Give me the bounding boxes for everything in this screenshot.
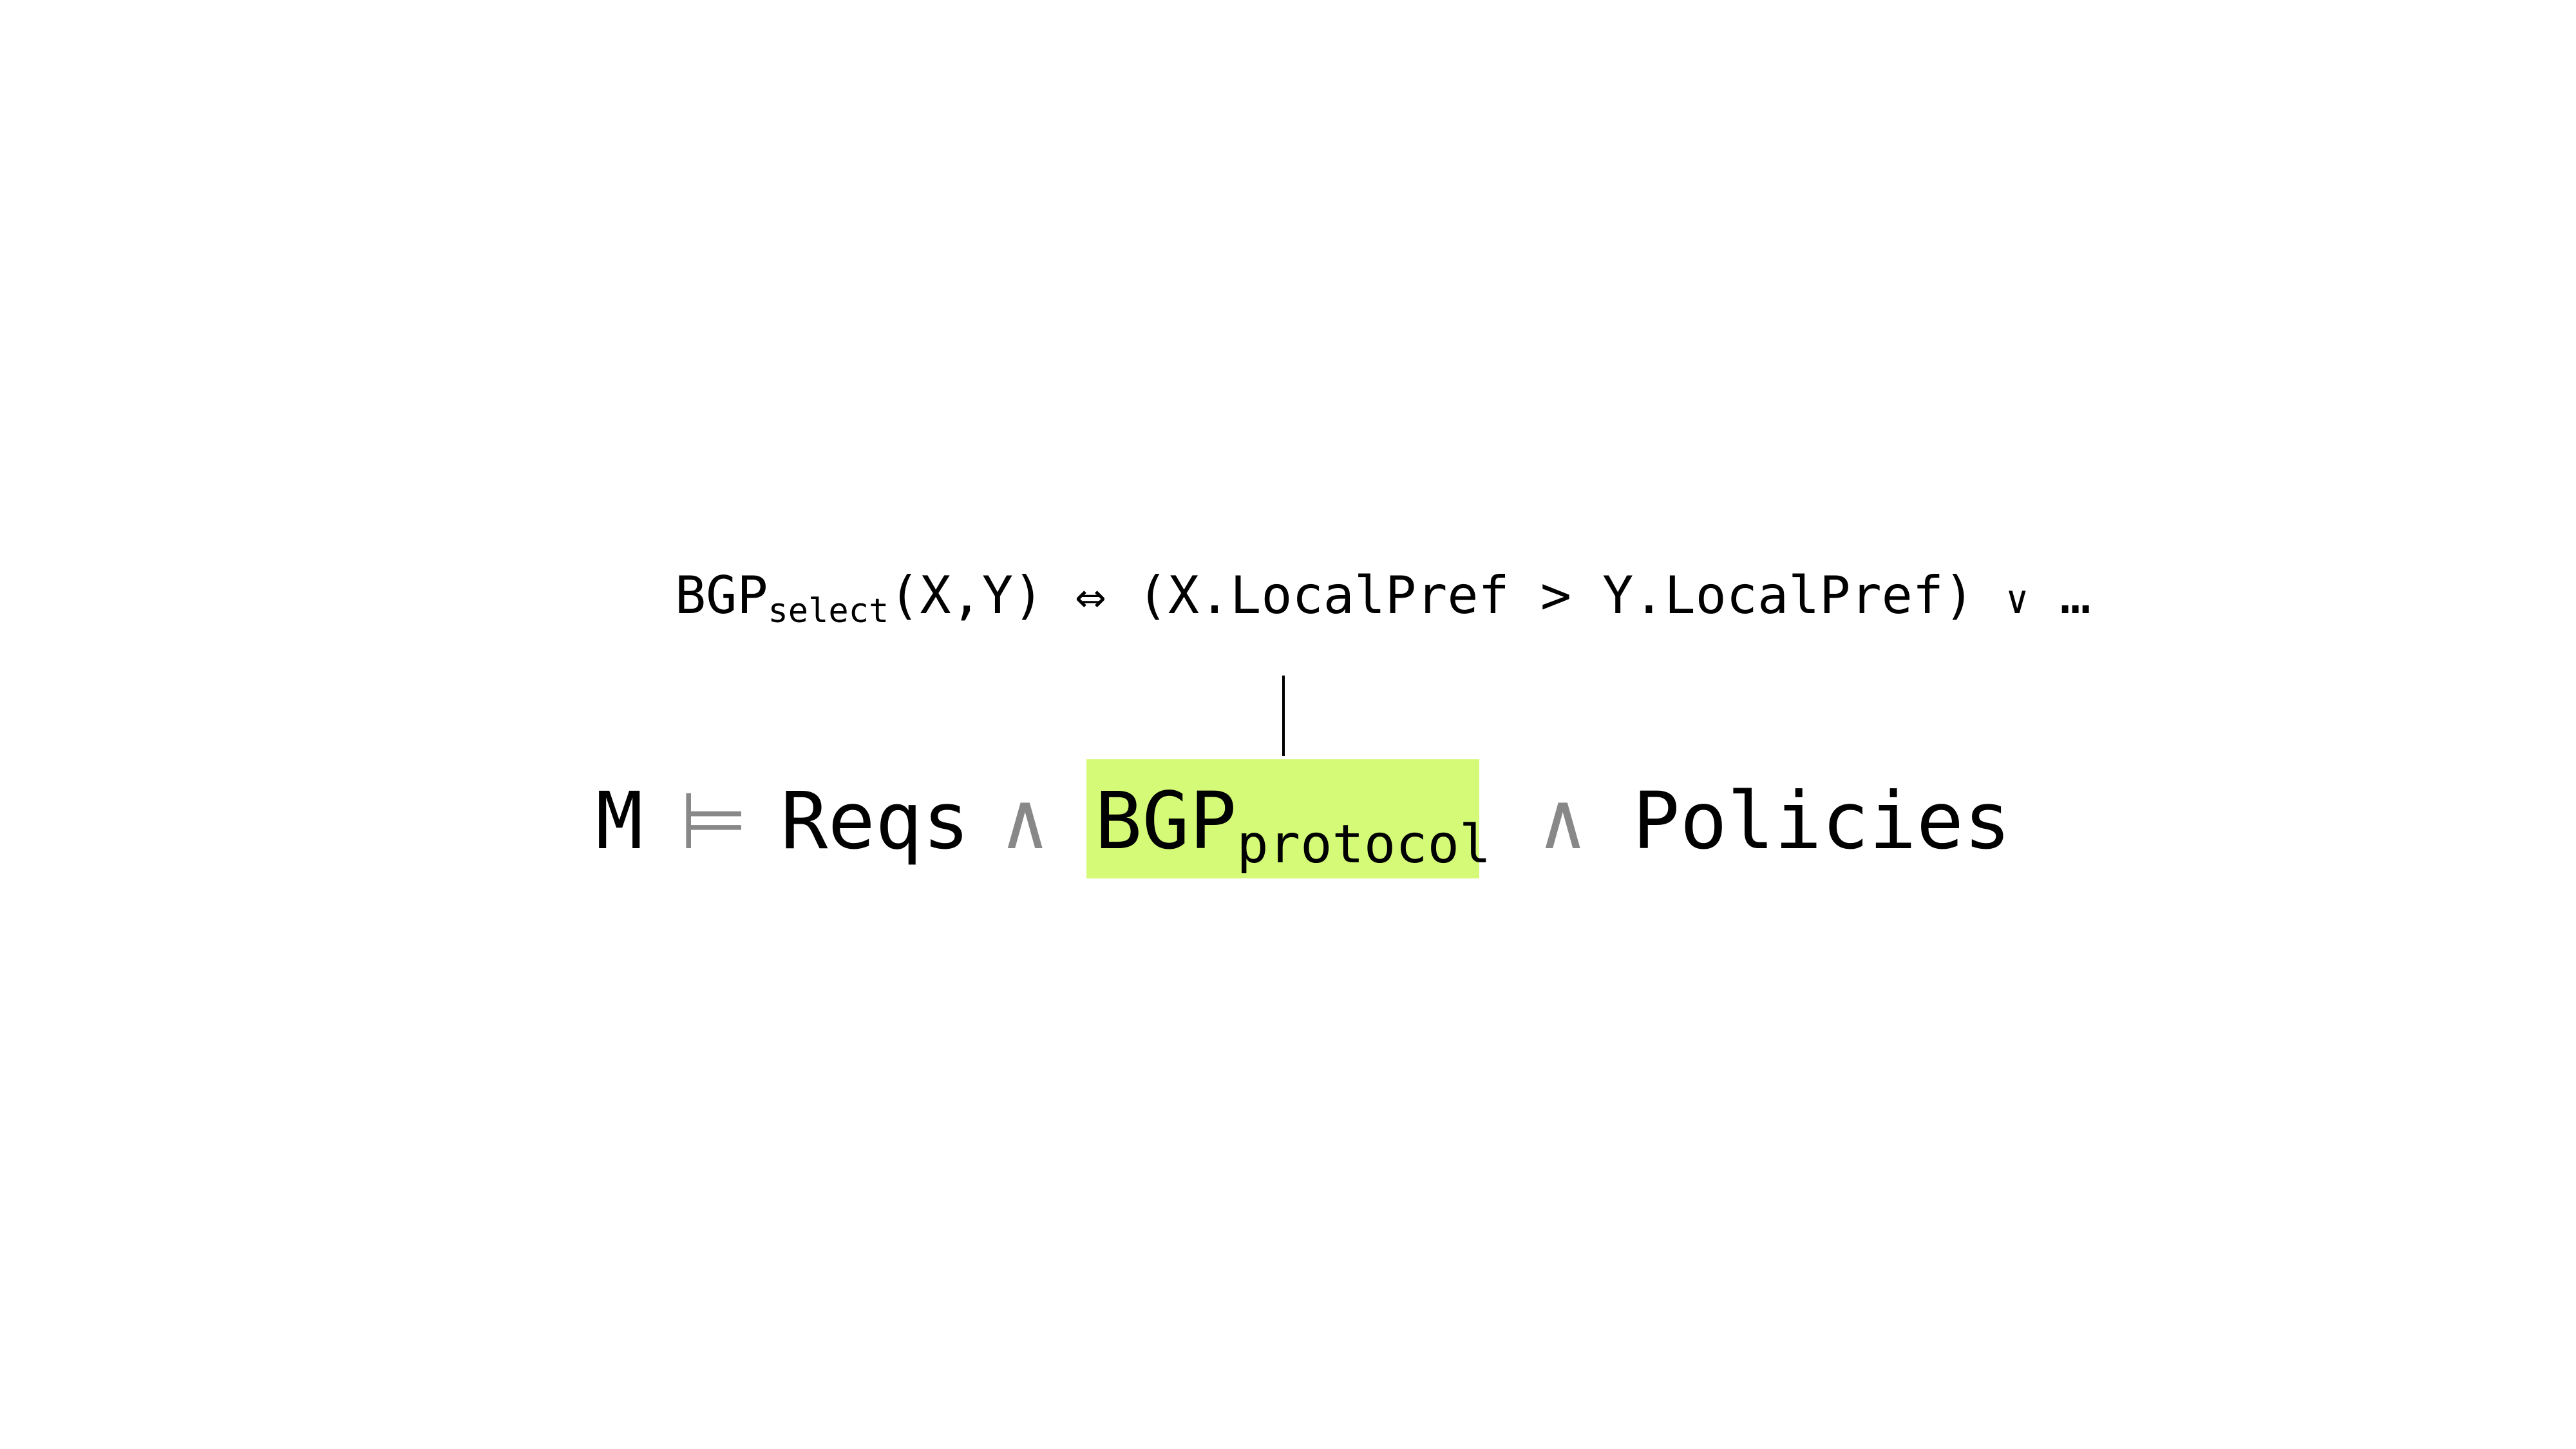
- connector-line: [1282, 676, 1285, 756]
- iff-symbol: ⇔: [1075, 565, 1106, 625]
- reqs-term: Reqs: [781, 775, 970, 867]
- bgp-subscript: protocol: [1236, 814, 1492, 875]
- or-symbol: ∨: [2005, 578, 2029, 623]
- def-args: (X,Y): [889, 565, 1045, 625]
- and-symbol-1: ∧: [1001, 775, 1049, 867]
- ellipsis: …: [2060, 565, 2091, 625]
- policies-term: Policies: [1633, 775, 2011, 867]
- entails-symbol: ⊨: [679, 775, 748, 867]
- and-symbol-2: ∧: [1539, 775, 1587, 867]
- model-symbol: M: [596, 775, 643, 867]
- bgp-label: BGP: [1095, 775, 1237, 867]
- highlight-box: [1086, 759, 1479, 878]
- bgp-select-definition: BGPselect(X,Y) ⇔ (X.LocalPref > Y.LocalP…: [675, 560, 2091, 647]
- bgp-protocol-term: BGPprotocol: [1095, 773, 1491, 893]
- def-head: BGP: [675, 565, 768, 625]
- def-head-subscript: select: [768, 592, 889, 630]
- def-body: (X.LocalPref > Y.LocalPref): [1137, 565, 1975, 625]
